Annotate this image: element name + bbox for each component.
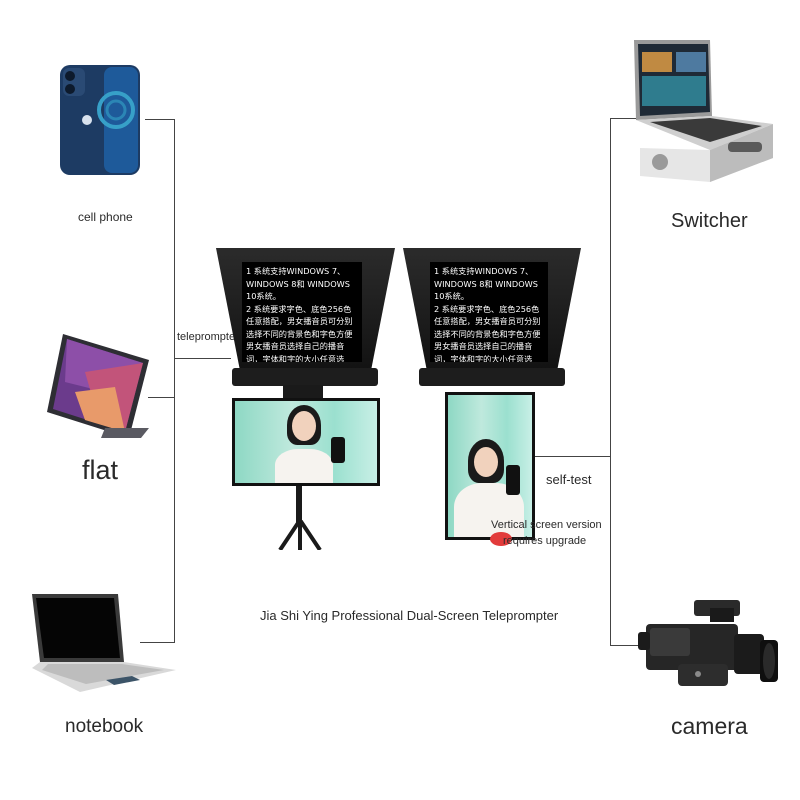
tablet-icon xyxy=(45,332,150,440)
smartphone-icon xyxy=(60,65,140,175)
left-mount xyxy=(283,385,323,399)
notebook-label: notebook xyxy=(65,716,144,737)
flat-label: flat xyxy=(82,455,119,485)
camera-label: camera xyxy=(671,713,748,739)
vertical-version-note-line2: requires upgrade xyxy=(503,535,587,547)
connector-laptop-h xyxy=(140,642,175,643)
switcher-label: Switcher xyxy=(671,210,748,232)
connector-tablet-h xyxy=(148,397,175,398)
right-prompter-screen: 1 系统支持WINDOWS 7、WINDOWS 8和 WINDOWS 10系统。… xyxy=(430,262,548,362)
left-prompter-base xyxy=(232,368,378,386)
right-monitor xyxy=(445,392,535,540)
connector-switcher-h xyxy=(610,118,638,119)
left-prompter-screen: 1 系统支持WINDOWS 7、WINDOWS 8和 WINDOWS 10系统。… xyxy=(242,262,362,362)
right-prompter-base xyxy=(419,368,565,386)
product-caption: Jia Shi Ying Professional Dual-Screen Te… xyxy=(260,608,559,623)
connector-phone-h xyxy=(145,119,175,120)
cell-phone-label: cell phone xyxy=(78,210,133,224)
right-mount-red xyxy=(490,532,512,546)
left-tripod-legs xyxy=(278,518,322,552)
connector-camera-h xyxy=(610,645,640,646)
connector-teleprompter-h xyxy=(175,358,231,359)
vertical-version-note-line1: Vertical screen version xyxy=(491,519,602,531)
left-monitor xyxy=(232,398,380,486)
laptop-icon xyxy=(28,592,176,694)
video-camera-icon xyxy=(638,598,780,690)
connector-selftest-h xyxy=(535,456,611,457)
connector-right-v xyxy=(610,118,611,646)
video-switcher-icon xyxy=(630,38,775,183)
teleprompter-label: teleprompter xyxy=(177,331,239,343)
self-test-label: self-test xyxy=(546,472,592,487)
left-tripod-pole xyxy=(296,486,302,526)
connector-left-v xyxy=(174,119,175,643)
